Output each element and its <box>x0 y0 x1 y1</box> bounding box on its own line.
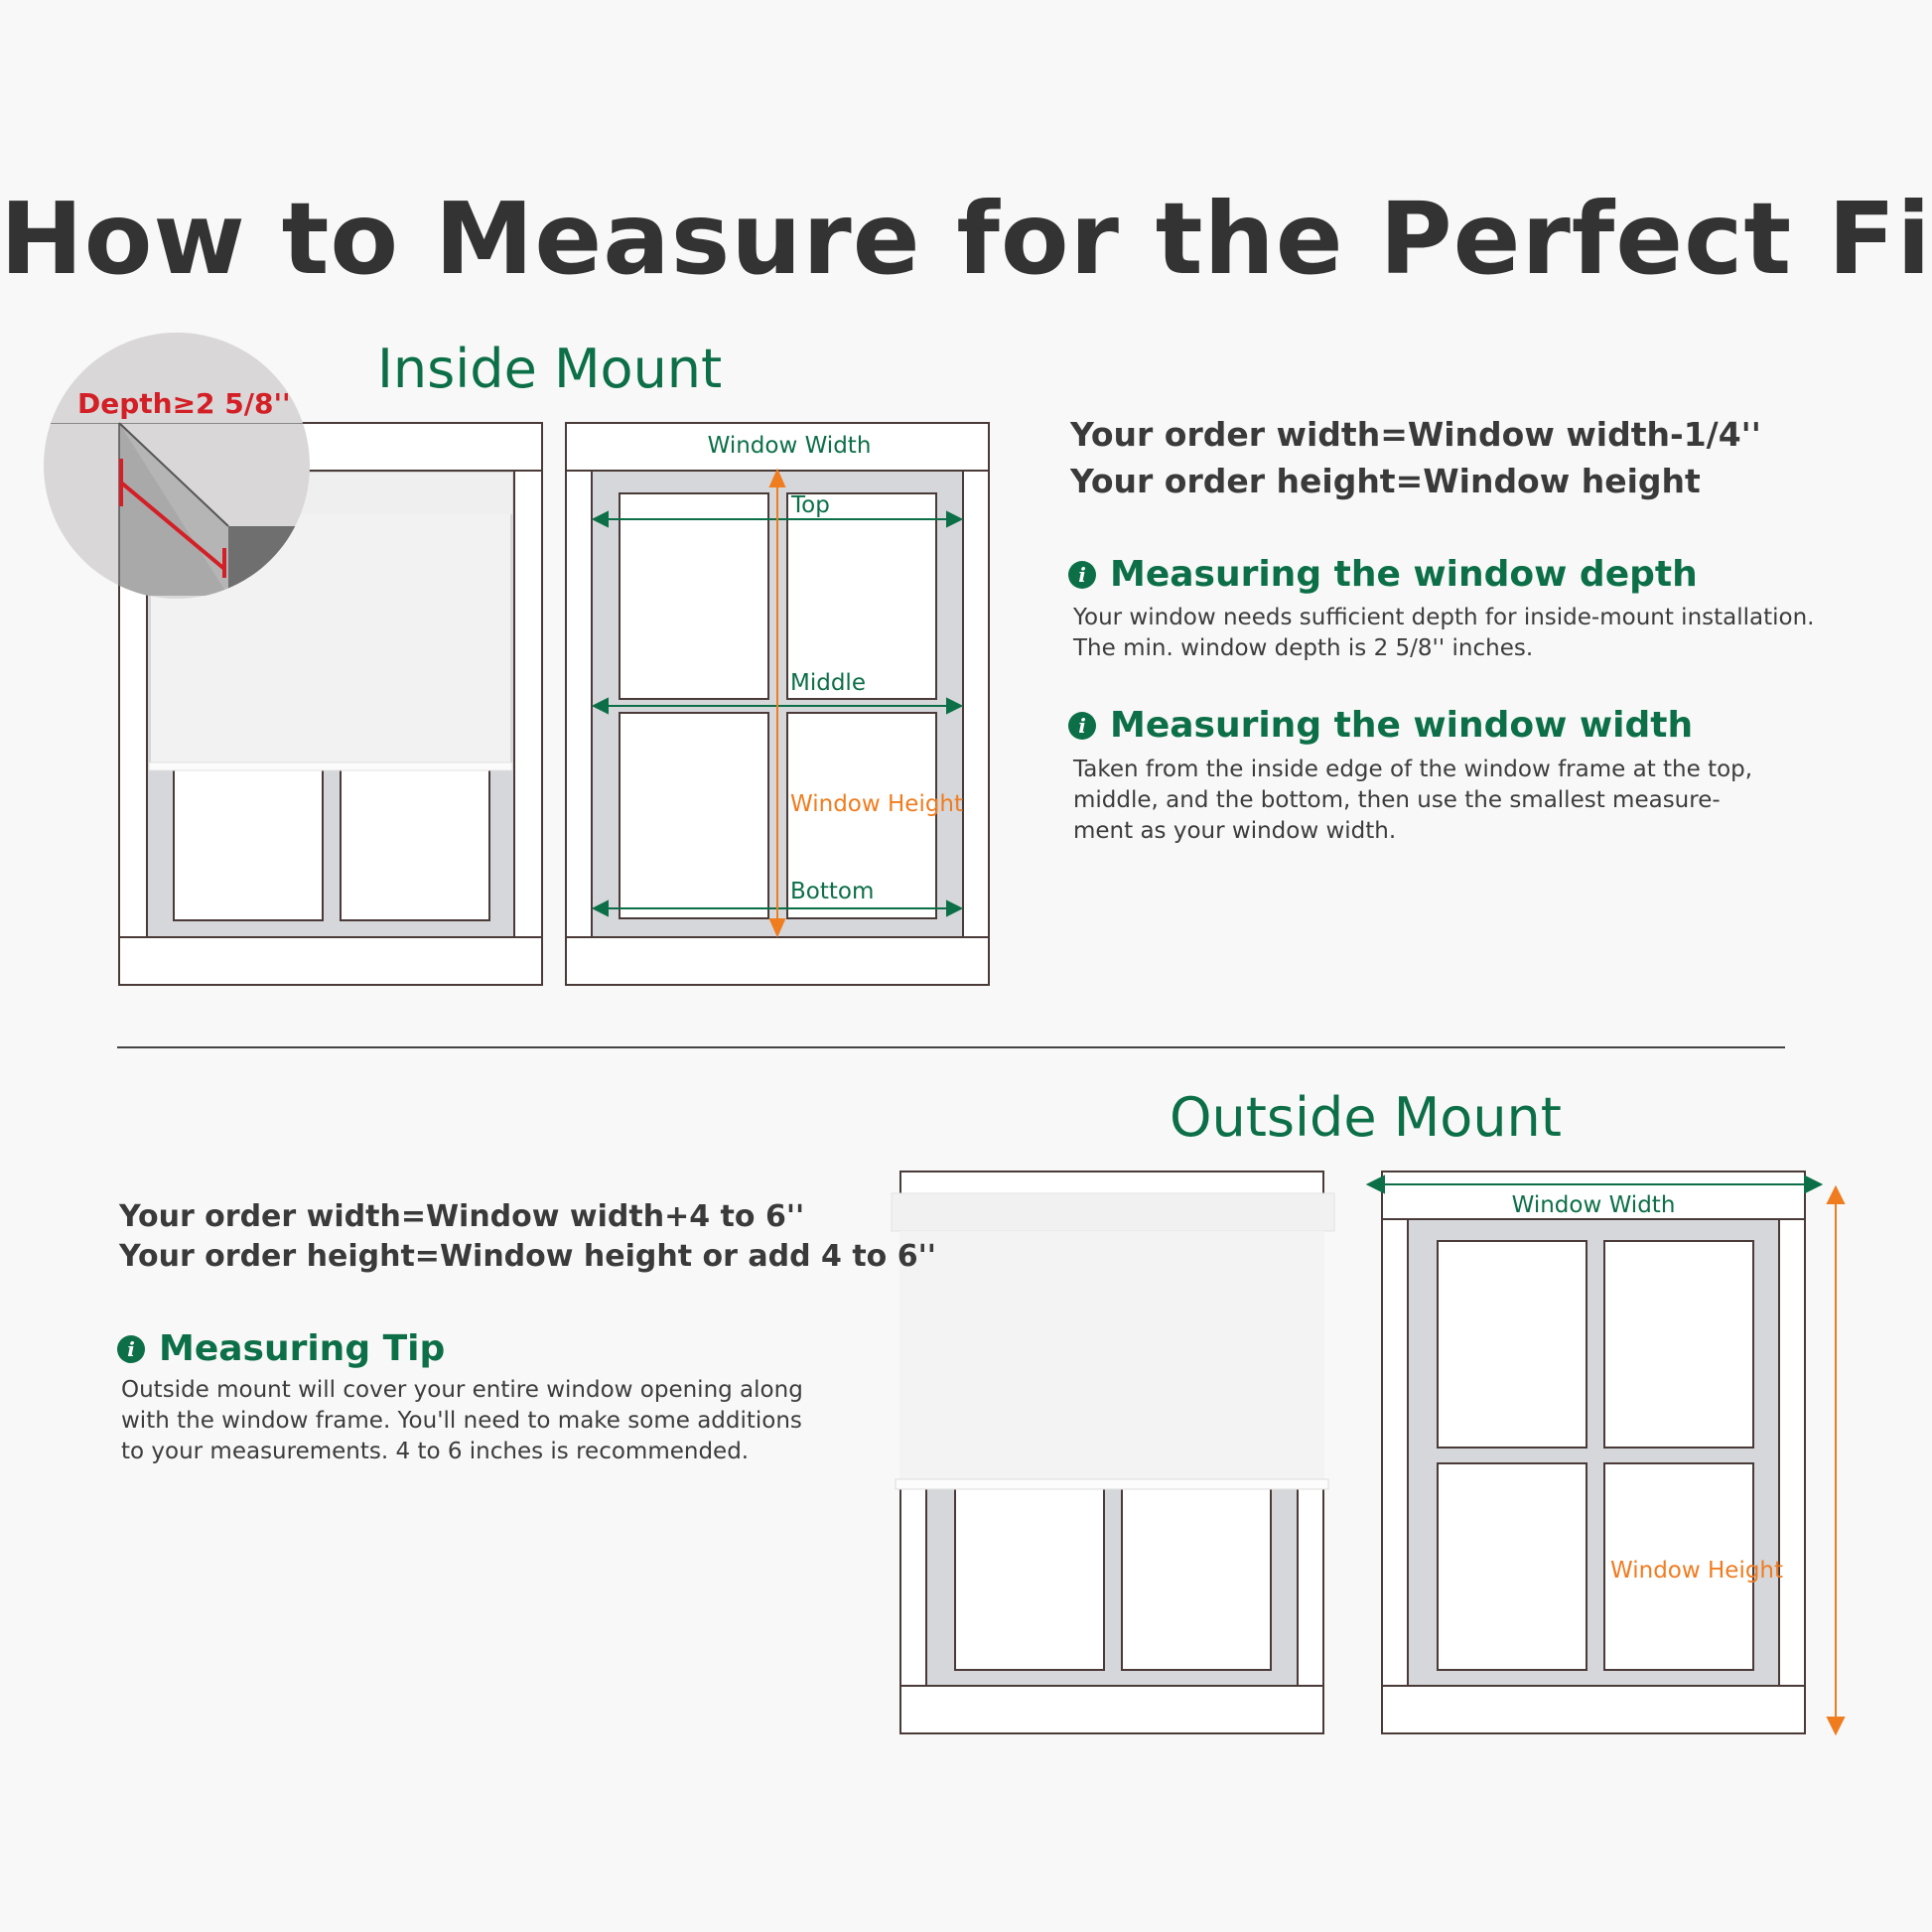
outside-order-width: Your order width=Window width+4 to 6'' <box>119 1199 805 1234</box>
inside-window-width-label: Window Width <box>708 433 872 459</box>
inside-middle-label: Middle <box>790 670 866 696</box>
inside-mount-heading: Inside Mount <box>377 338 723 400</box>
tip-section-text: Outside mount will cover your entire win… <box>121 1377 803 1464</box>
depth-section-text: Your window needs sufficient depth for i… <box>1073 605 1815 661</box>
info-icon: i <box>117 1334 145 1363</box>
tip-section-title: i Measuring Tip <box>117 1328 445 1369</box>
page-title: How to Measure for the Perfect Fit <box>0 181 1932 297</box>
inside-mount-measure-window <box>565 422 990 986</box>
depth-section-title: i Measuring the window depth <box>1068 554 1698 595</box>
inside-top-label: Top <box>790 492 830 518</box>
inside-bottom-label: Bottom <box>790 879 874 904</box>
info-icon: i <box>1068 711 1096 740</box>
inside-order-width: Your order width=Window width-1/4'' <box>1070 415 1761 454</box>
inside-order-height: Your order height=Window height <box>1070 462 1701 500</box>
width-section-title: i Measuring the window width <box>1068 705 1693 746</box>
outside-mount-shade-window <box>891 1171 1335 1734</box>
depth-magnifier <box>44 333 310 599</box>
outside-mount-heading: Outside Mount <box>1170 1086 1562 1149</box>
inside-window-height-label: Window Height <box>790 791 963 817</box>
outside-order-height: Your order height=Window height or add 4… <box>119 1239 936 1274</box>
outside-mount-measure-window <box>1365 1171 1846 1736</box>
section-divider <box>117 1046 1785 1048</box>
depth-label: Depth≥2 5/8'' <box>77 387 291 420</box>
info-icon: i <box>1068 560 1096 589</box>
outside-window-height-label: Window Height <box>1610 1558 1783 1584</box>
width-section-text: Taken from the inside edge of the window… <box>1073 757 1753 844</box>
outside-window-width-label: Window Width <box>1512 1192 1676 1218</box>
